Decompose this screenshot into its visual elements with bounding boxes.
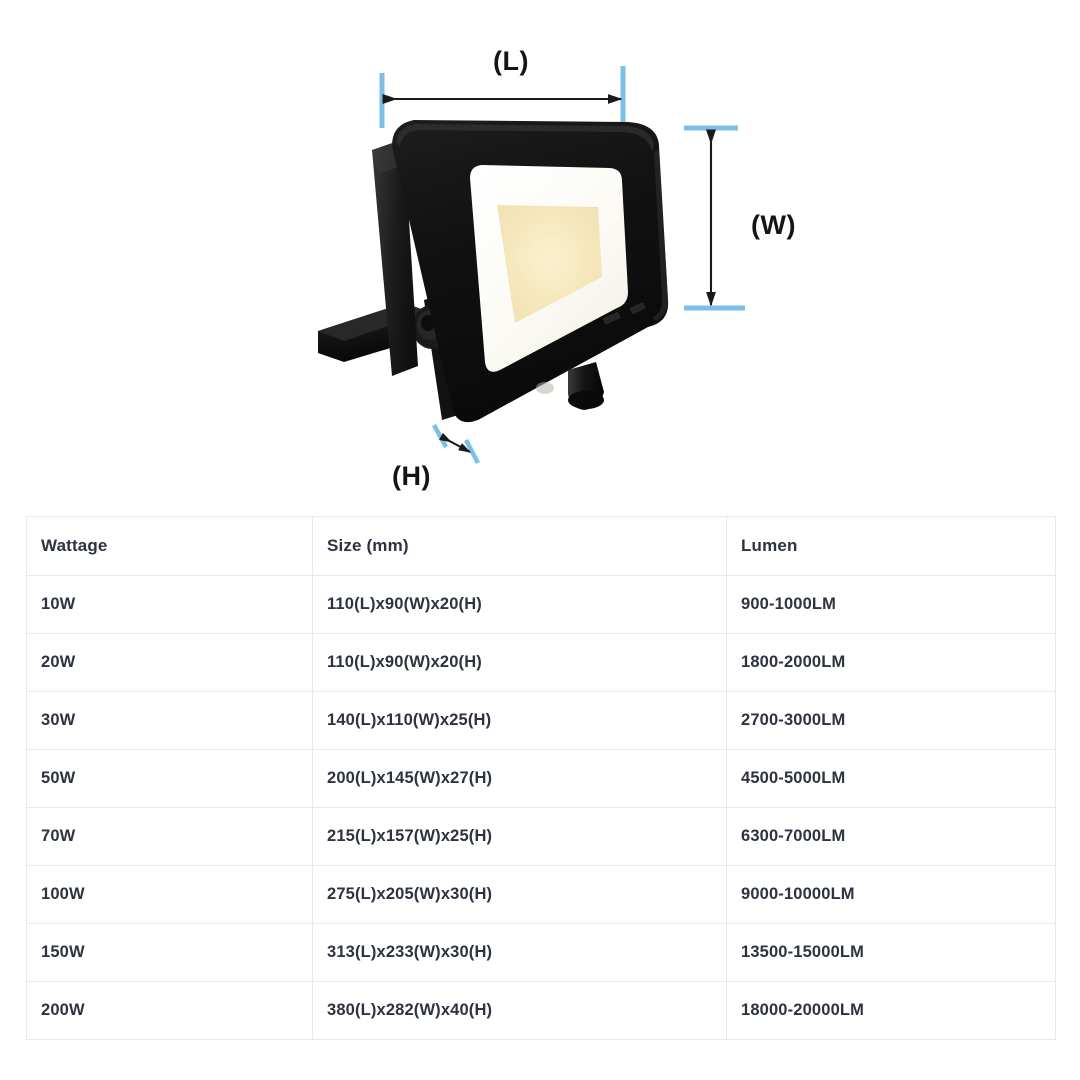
dimension-height: (H) [392,423,480,491]
specification-table: Wattage Size (mm) Lumen 10W 110(L)x90(W)… [26,516,1056,1040]
cell-wattage: 10W [26,575,313,634]
cell-wattage: 150W [26,923,313,982]
cell-wattage: 70W [26,807,313,866]
table-row: 150W 313(L)x233(W)x30(H) 13500-15000LM [26,923,1056,982]
product-diagram: (L) (W) (H) [0,0,1080,512]
cell-wattage: 30W [26,691,313,750]
cell-lumen: 13500-15000LM [726,923,1056,982]
cell-lumen: 1800-2000LM [726,633,1056,692]
column-header-lumen: Lumen [726,516,1056,576]
dimension-width: (W) [684,125,796,311]
floodlight-dimension-illustration: (L) (W) (H) [318,46,796,491]
led-panel [497,205,602,323]
dimension-length: (L) [379,46,626,128]
table-row: 10W 110(L)x90(W)x20(H) 900-1000LM [26,575,1056,634]
width-label: (W) [751,210,796,240]
table-row: 100W 275(L)x205(W)x30(H) 9000-10000LM [26,865,1056,924]
floodlight-body [318,120,669,423]
cell-size: 275(L)x205(W)x30(H) [312,865,727,924]
housing-marking [602,302,646,325]
cell-size: 380(L)x282(W)x40(H) [312,981,727,1040]
cable-gland [536,362,604,410]
table-header-row: Wattage Size (mm) Lumen [26,516,1056,576]
table-body: 10W 110(L)x90(W)x20(H) 900-1000LM 20W 11… [26,575,1056,1040]
cell-size: 140(L)x110(W)x25(H) [312,691,727,750]
cell-lumen: 6300-7000LM [726,807,1056,866]
height-label: (H) [392,461,431,491]
table-row: 50W 200(L)x145(W)x27(H) 4500-5000LM [26,749,1056,808]
cell-wattage: 100W [26,865,313,924]
cell-size: 215(L)x157(W)x25(H) [312,807,727,866]
cell-lumen: 2700-3000LM [726,691,1056,750]
cell-lumen: 9000-10000LM [726,865,1056,924]
length-label: (L) [493,46,529,76]
table-row: 20W 110(L)x90(W)x20(H) 1800-2000LM [26,633,1056,692]
cell-wattage: 20W [26,633,313,692]
table-row: 30W 140(L)x110(W)x25(H) 2700-3000LM [26,691,1056,750]
cell-size: 110(L)x90(W)x20(H) [312,575,727,634]
column-header-size: Size (mm) [312,516,727,576]
cell-size: 313(L)x233(W)x30(H) [312,923,727,982]
cell-wattage: 50W [26,749,313,808]
column-header-wattage: Wattage [26,516,313,576]
cell-lumen: 18000-20000LM [726,981,1056,1040]
table-row: 200W 380(L)x282(W)x40(H) 18000-20000LM [26,981,1056,1040]
spec-table-container: Wattage Size (mm) Lumen 10W 110(L)x90(W)… [26,516,1056,1040]
height-tick-left [432,423,448,449]
cell-wattage: 200W [26,981,313,1040]
cell-lumen: 900-1000LM [726,575,1056,634]
cell-lumen: 4500-5000LM [726,749,1056,808]
cell-size: 200(L)x145(W)x27(H) [312,749,727,808]
height-arrow [438,432,472,453]
table-row: 70W 215(L)x157(W)x25(H) 6300-7000LM [26,807,1056,866]
cell-size: 110(L)x90(W)x20(H) [312,633,727,692]
